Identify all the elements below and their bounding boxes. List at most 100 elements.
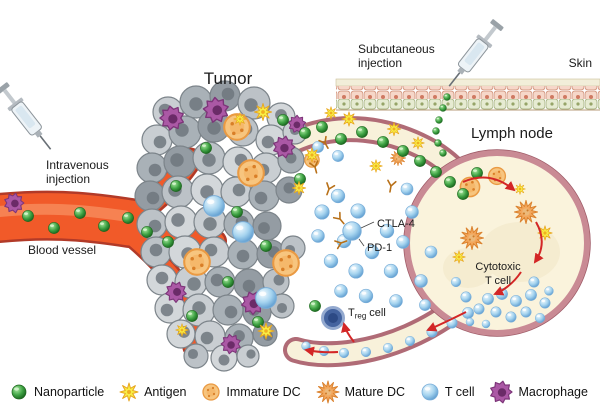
macrophage-icon (490, 380, 514, 404)
antigen-icon (411, 136, 425, 150)
nanoparticle-icon (429, 165, 443, 179)
tumor-label: Tumor (204, 69, 253, 88)
tumor-cell-nucleus (200, 185, 214, 199)
pd1-label: PD-1 (367, 242, 392, 254)
tumor-cell-nucleus (261, 135, 275, 149)
blood-vessel-trunk (0, 193, 153, 246)
antigen-icon (175, 323, 189, 337)
t-cell-icon (396, 235, 410, 249)
tumor-cell-nucleus (224, 305, 238, 319)
arrow-node-entry (462, 176, 516, 192)
tumor-cell-nucleus (246, 349, 256, 359)
tumor-cell-nucleus (210, 273, 224, 287)
treg-label-sub: reg (355, 312, 367, 321)
blood-vessel-label: Blood vessel (28, 243, 96, 257)
nanoparticle-icon (169, 179, 183, 193)
legend-item-nanoparticle: Nanoparticle (8, 381, 104, 403)
tumor-cell-nucleus (153, 135, 167, 149)
t-cell-icon (231, 220, 255, 244)
intravenous-syringe-icon (0, 79, 59, 156)
t-cell-icon (473, 303, 485, 315)
skin-surface (335, 78, 600, 87)
skin-cell-row-bottom (336, 99, 600, 110)
arrow-node-right (533, 221, 544, 264)
t-cell-icon (312, 141, 324, 153)
legend-item-antigen: Antigen (118, 381, 186, 403)
treg-cell-nucleus (328, 313, 338, 323)
tumor-cell-nucleus (204, 243, 218, 257)
ctla4-label: CTLA-4 (377, 218, 415, 230)
legend-item-immature-dc: Immature DC (200, 381, 301, 403)
nanoparticle-icon (396, 144, 410, 158)
treg-label-rest: cell (369, 307, 386, 319)
tumor-cell-nucleus (202, 153, 216, 167)
legend-label-macrophage: Macrophage (518, 385, 588, 399)
t-cell-icon (481, 319, 491, 329)
vessel-highlight (0, 203, 131, 222)
t-cell-icon (419, 299, 431, 311)
t-cell-icon (460, 291, 472, 303)
nanoparticle-icon (315, 121, 329, 134)
t-cell-icon (450, 276, 462, 288)
nanoparticle-icon (435, 116, 443, 124)
legend-label-mature-dc: Mature DC (344, 385, 406, 399)
t-cell-icon (301, 341, 311, 351)
tumor-cell-nucleus (207, 121, 221, 135)
tumor-cell-nucleus (160, 303, 174, 317)
t-cell-icon (330, 188, 346, 204)
nanoparticle-icon (439, 149, 447, 157)
t-cell-icon (348, 263, 364, 279)
tumor-cell-nucleus (187, 277, 201, 291)
nanoparticle-icon (259, 239, 273, 253)
antigen-icon (304, 147, 320, 163)
antigen-icon (257, 322, 275, 340)
t-cell-icon (424, 245, 438, 259)
tumor-cell-nucleus (218, 354, 230, 366)
tumor-cell-nucleus (170, 153, 184, 167)
nanoparticle-icon (199, 141, 213, 155)
immature-dc-icon (237, 159, 265, 187)
t-cell-icon (334, 284, 348, 298)
t-cell-icon (534, 312, 546, 324)
nanoparticle-icon (432, 127, 440, 135)
immature-dc-icon (272, 249, 300, 277)
tumor-cell-nucleus (285, 152, 297, 164)
labels: Tumor Lymph node Skin Subcutaneous injec… (28, 42, 592, 321)
nanoparticle-icon (434, 139, 442, 147)
t-cell-icon (338, 347, 350, 359)
treg-label-t: T (348, 307, 355, 319)
flow-arrows (304, 176, 544, 357)
tumor-cell-nucleus (258, 222, 270, 234)
nanoparticle-icon (21, 209, 34, 223)
tumor-cell-nucleus (283, 182, 295, 194)
nanoparticle-icon (443, 175, 457, 189)
skin-layer (335, 78, 600, 111)
nanoparticle-icon (185, 309, 199, 323)
antigen-icon (514, 183, 526, 195)
legend-item-mature-dc: Mature DC (315, 379, 405, 405)
antigen-icon (452, 250, 466, 264)
tumor-cell-nucleus (146, 191, 160, 205)
tumor-cell-nucleus (242, 279, 256, 293)
intravenous-injection-label-line1: Intravenous (46, 158, 109, 172)
tumor-cell-nucleus (192, 301, 206, 315)
t-cell-icon (544, 286, 554, 296)
t-cell-icon (404, 335, 416, 347)
t-cell-icon (510, 295, 522, 307)
antibody-icon (332, 211, 348, 227)
arrow-to-cytotoxic (493, 271, 522, 296)
tumor-cell-nucleus (273, 274, 285, 286)
tumor-cell-nucleus (203, 217, 217, 231)
skin-label: Skin (569, 56, 592, 70)
nanoparticle-icon (376, 135, 390, 149)
tumor-cell-nucleus (244, 98, 258, 112)
labeled-cells (321, 221, 375, 330)
tumor-cell-nucleus (149, 243, 163, 257)
antigen-icon (119, 382, 139, 402)
lymph-follicle (480, 222, 560, 282)
t-cell-icon (311, 229, 325, 243)
nanoparticle-icon (443, 93, 451, 101)
t-cell-icon (405, 205, 419, 219)
tumor-cell-nucleus (232, 183, 246, 197)
